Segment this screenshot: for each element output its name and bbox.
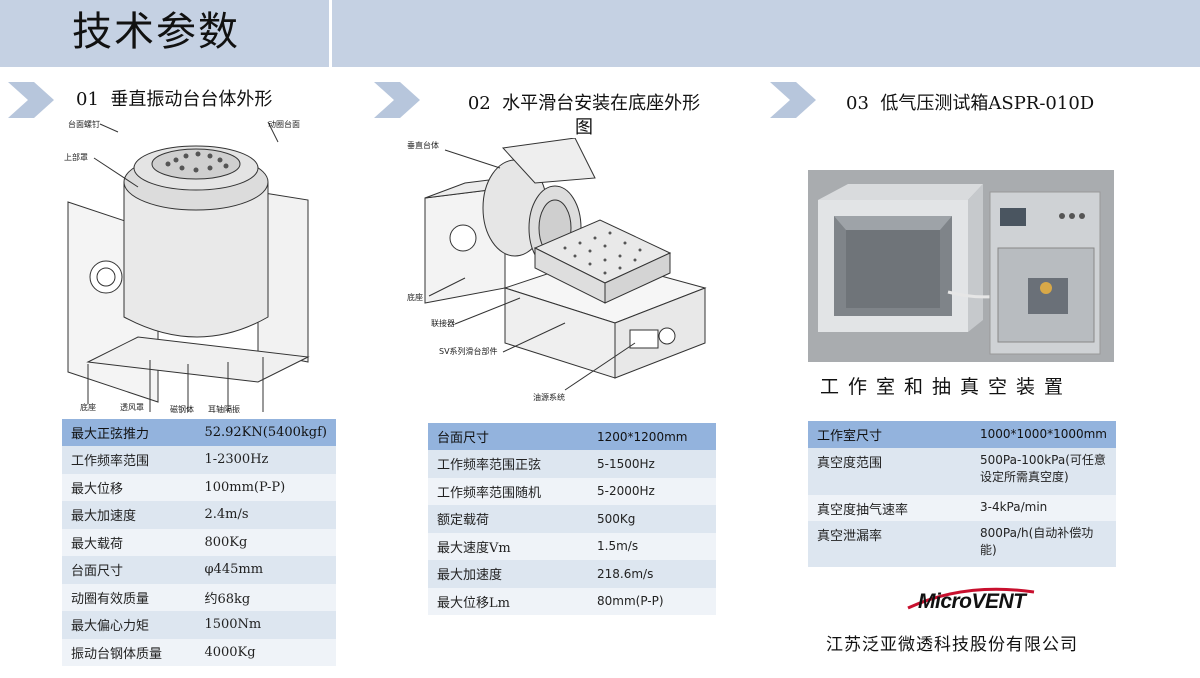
table-cell: 最大载荷 [62,528,196,556]
table-cell: 1200*1200mm [588,423,716,450]
table-row: 真空度抽气速率 3-4kPa/min [808,495,1116,521]
spec-table-vacuum-chamber: 工作室尺寸 1000*1000*1000mm 真空度范围 500Pa-100kP… [808,421,1116,567]
section-2-title: 02 水平滑台安装在底座外形 图 [434,92,734,140]
chevron-arrow-icon [8,82,54,118]
table-row: 最大位移Lm 80mm(P-P) [428,587,716,615]
section-3-title: 03 低气压测试箱ASPR-010D [846,92,1094,116]
table-cell: 工作频率范围正弦 [428,450,588,478]
table-row: 最大加速度 2.4m/s [62,501,336,529]
table-row: 工作频率范围随机 5-2000Hz [428,477,716,505]
chamber-caption: 工作室和抽真空装置 [820,376,1073,398]
table-cell: 动圈有效质量 [62,583,196,611]
table-row: 最大位移 100mm(P-P) [62,473,336,501]
header-band-left [0,0,329,67]
spec-table-vertical-shaker: 最大正弦推力 52.92KN(5400kgf) 工作频率范围 1-2300Hz … [62,419,336,666]
table-cell: 52.92KN(5400kgf) [195,419,336,446]
section-1-title: 01 垂直振动台台体外形 [76,88,272,112]
table-row: 最大偏心力矩 1500Nm [62,611,336,639]
section-3-label: 低气压测试箱ASPR-010D [880,93,1095,114]
table-cell: 5-2000Hz [588,477,716,505]
table-cell: 1000*1000*1000mm [971,421,1116,448]
callout-armature-table: 动圈台面 [268,119,300,129]
table-row: 最大加速度 218.6m/s [428,560,716,588]
table-cell: 500Pa-100kPa(可任意设定所需真空度) [971,448,1116,495]
section-2-label-line1: 水平滑台安装在底座外形 [502,93,701,114]
company-name: 江苏泛亚微透科技股份有限公司 [826,635,1078,655]
table-row: 真空度范围 500Pa-100kPa(可任意设定所需真空度) [808,448,1116,495]
table-header-row: 最大正弦推力 52.92KN(5400kgf) [62,419,336,446]
table-row: 振动台钢体质量 4000Kg [62,638,336,666]
table-cell: 1-2300Hz [195,446,336,474]
page-title: 技术参数 [72,9,240,55]
table-cell: 工作频率范围随机 [428,477,588,505]
microvent-logo-swoosh-icon [907,587,1035,610]
callout-base: 底座 [80,402,96,412]
table-cell: 800Kg [195,528,336,556]
table-cell: 最大位移 [62,473,196,501]
table-row: 最大载荷 800Kg [62,528,336,556]
slip-table-illustration: 垂直台体 底座 联接器 SV系列滑台部件 油源系统 [407,138,707,402]
callout-vent-cover: 透风罩 [120,403,144,412]
table-cell: 额定载荷 [428,505,588,533]
table-cell: 最大速度Vm [428,532,588,560]
table-cell: 3-4kPa/min [971,495,1116,521]
table-cell: φ445mm [195,556,336,584]
table-cell: 工作室尺寸 [808,421,971,448]
spec-table-slip-table: 台面尺寸 1200*1200mm 工作频率范围正弦 5-1500Hz 工作频率范… [428,423,716,615]
callout-magnet-body: 磁钢体 [170,404,194,414]
section-2-label-line2: 图 [575,117,593,138]
section-3-number: 03 [846,93,869,114]
table-row: 额定载荷 500Kg [428,505,716,533]
header-band-right [332,0,1200,67]
table-row: 动圈有效质量 约68kg [62,583,336,611]
table-header-row: 工作室尺寸 1000*1000*1000mm [808,421,1116,448]
table-cell: 台面尺寸 [428,423,588,450]
table-cell: 最大正弦推力 [62,419,196,446]
table-cell: 100mm(P-P) [195,473,336,501]
table-row: 工作频率范围正弦 5-1500Hz [428,450,716,478]
table-cell: 2.4m/s [195,501,336,529]
table-row: 最大速度Vm 1.5m/s [428,532,716,560]
table-cell: 80mm(P-P) [588,587,716,615]
table-cell: 最大位移Lm [428,587,588,615]
table-row: 台面尺寸 φ445mm [62,556,336,584]
callout-table-bolts: 台面螺钉 [68,119,100,129]
table-cell: 800Pa/h(自动补偿功能) [971,521,1116,567]
table-cell: 工作频率范围 [62,446,196,474]
table-cell: 真空度范围 [808,448,971,495]
callout-trunnion-isolation: 耳轴隔振 [208,404,240,414]
vertical-shaker-illustration: 台面螺钉 动圈台面 上部罩 底座 透风罩 磁钢体 耳轴隔振 [64,119,310,414]
table-cell: 最大偏心力矩 [62,611,196,639]
table-cell: 4000Kg [195,638,336,666]
table-cell: 真空泄漏率 [808,521,971,567]
callout-vertical-body: 垂直台体 [407,140,439,150]
chevron-arrow-icon [374,82,420,118]
section-1-label: 垂直振动台台体外形 [110,89,273,110]
table-cell: 1500Nm [195,611,336,639]
vacuum-chamber-photo [808,170,1114,362]
callout-slip-table-parts: SV系列滑台部件 [439,346,498,356]
section-1-number: 01 [76,89,99,110]
section-2-number: 02 [467,93,491,114]
table-header-row: 台面尺寸 1200*1200mm [428,423,716,450]
table-cell: 振动台钢体质量 [62,638,196,666]
table-cell: 1.5m/s [588,532,716,560]
table-cell: 最大加速度 [62,501,196,529]
table-cell: 真空度抽气速率 [808,495,971,521]
callout-upper-cover: 上部罩 [64,152,88,162]
table-cell: 218.6m/s [588,560,716,588]
chevron-arrow-icon [770,82,816,118]
table-row: 真空泄漏率 800Pa/h(自动补偿功能) [808,521,1116,567]
brand-logo: MicroVENT [918,590,1026,613]
table-cell: 台面尺寸 [62,556,196,584]
table-cell: 5-1500Hz [588,450,716,478]
callout-oil-source: 油源系统 [533,392,565,402]
table-cell: 最大加速度 [428,560,588,588]
table-cell: 500Kg [588,505,716,533]
table-row: 工作频率范围 1-2300Hz [62,446,336,474]
callout-coupler: 联接器 [431,318,455,328]
callout-base: 底座 [407,292,423,302]
table-cell: 约68kg [195,583,336,611]
